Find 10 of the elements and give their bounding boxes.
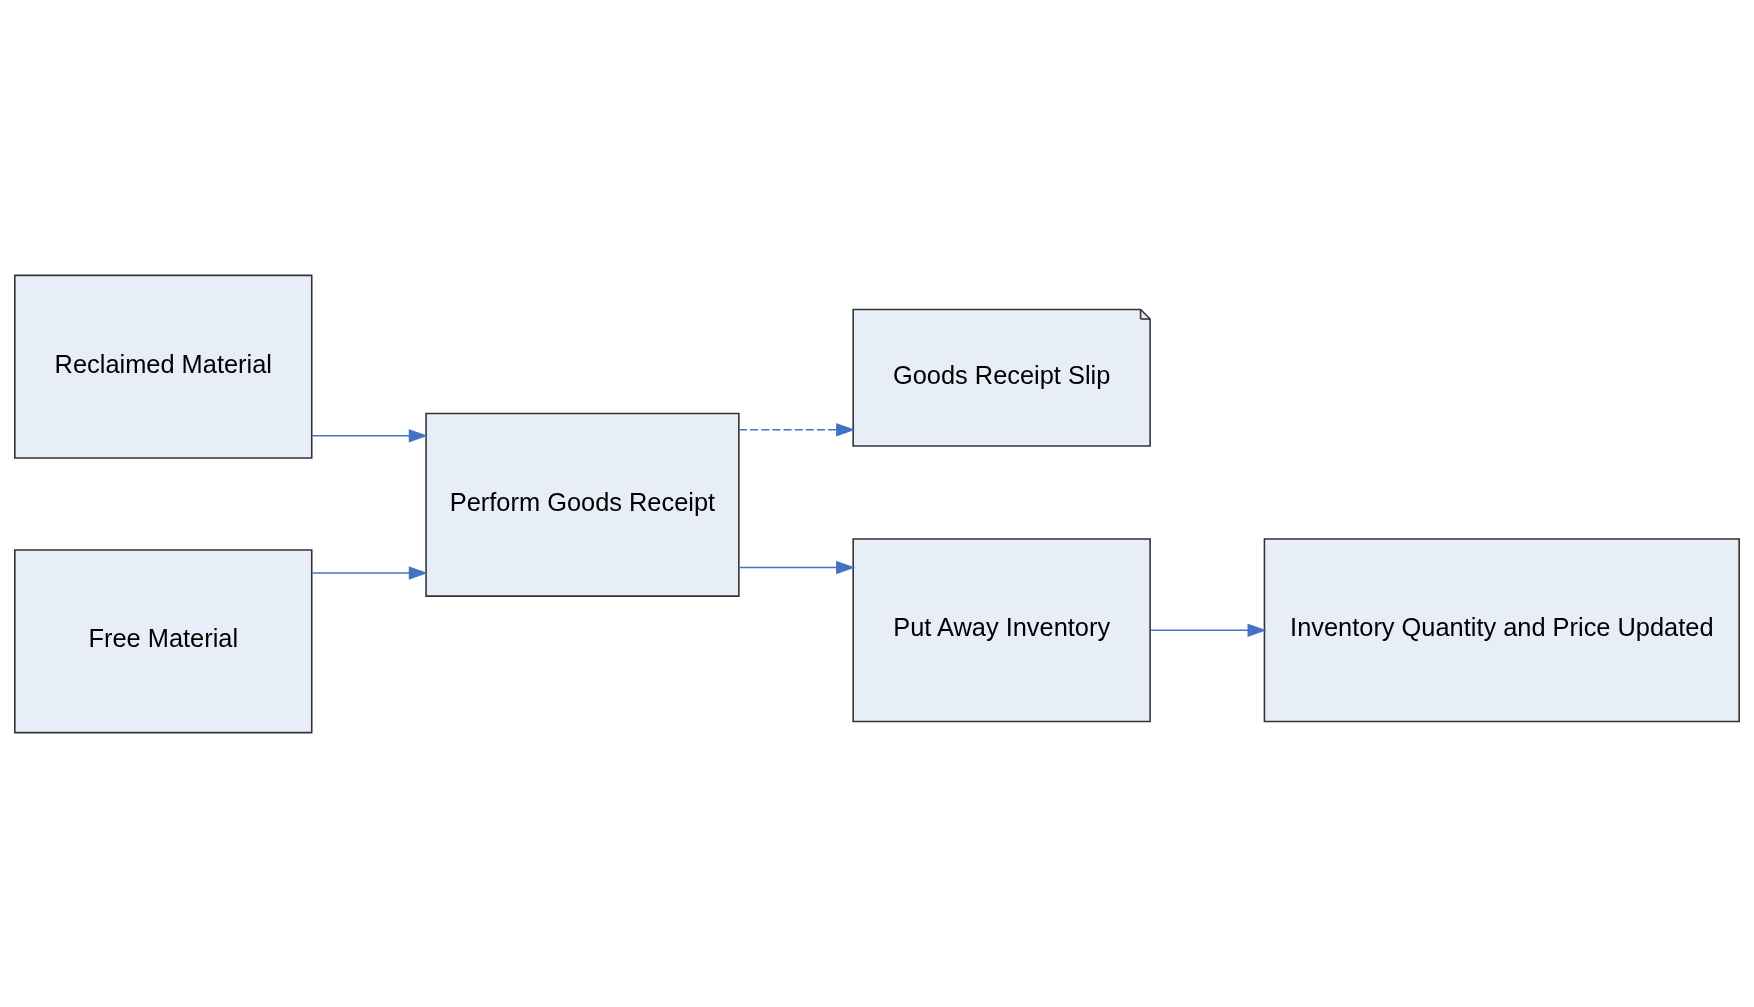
- arrow: [1149, 623, 1267, 637]
- node-box: Put Away Inventory: [852, 537, 1151, 722]
- arrow: [738, 560, 856, 574]
- node-box: Reclaimed Material: [14, 274, 313, 459]
- arrow: [311, 565, 428, 580]
- arrow: [311, 428, 428, 442]
- arrow: [738, 422, 856, 436]
- node-box: Inventory Quantity and Price Updated: [1263, 537, 1740, 722]
- node-box: Perform Goods Receipt: [425, 412, 740, 597]
- node-box: Free Material: [14, 548, 313, 733]
